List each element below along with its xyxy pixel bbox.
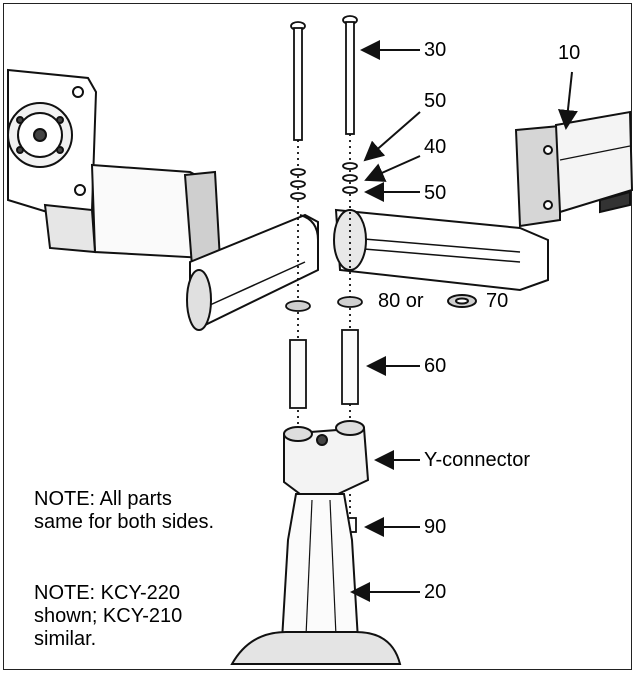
callout-y-connector: Y-connector — [424, 449, 530, 471]
arrow-10 — [557, 71, 578, 130]
pole-and-base — [230, 493, 402, 665]
y-connector-part — [283, 420, 370, 495]
callout-20: 20 — [424, 581, 447, 603]
note-all-parts-line-2: same for both sides. — [34, 511, 215, 533]
callout-60: 60 — [424, 355, 447, 377]
callout-40: 40 — [424, 136, 447, 158]
note-model-line-2: shown; KCY-210 — [34, 605, 183, 627]
note-model-line-3: similar. — [34, 628, 97, 650]
diagram-border — [3, 3, 632, 670]
callout-80: 80 or — [378, 290, 424, 312]
note-all-parts-line-1: NOTE: All parts — [34, 488, 172, 510]
callout-arrows — [350, 40, 578, 602]
left-hardware-stack — [285, 21, 311, 430]
note-model: NOTE: KCY-220 shown; KCY-210 similar. — [34, 582, 182, 651]
note-all-parts: NOTE: All parts same for both sides. — [34, 488, 214, 534]
left-vesa-plate — [7, 68, 98, 224]
callout-10: 10 — [558, 42, 581, 64]
right-hardware-stack — [337, 15, 363, 428]
flat-washer — [447, 294, 477, 308]
callout-50-lower: 50 — [424, 182, 447, 204]
arrow-50-upper — [363, 111, 421, 162]
note-model-line-1: NOTE: KCY-220 — [34, 582, 180, 604]
left-arm — [43, 163, 319, 331]
callout-90: 90 — [424, 516, 447, 538]
right-arm — [333, 110, 634, 292]
callout-70: 70 — [486, 290, 509, 312]
callout-30: 30 — [424, 39, 447, 61]
arrow-40 — [364, 155, 421, 182]
callout-50-upper: 50 — [424, 90, 447, 112]
